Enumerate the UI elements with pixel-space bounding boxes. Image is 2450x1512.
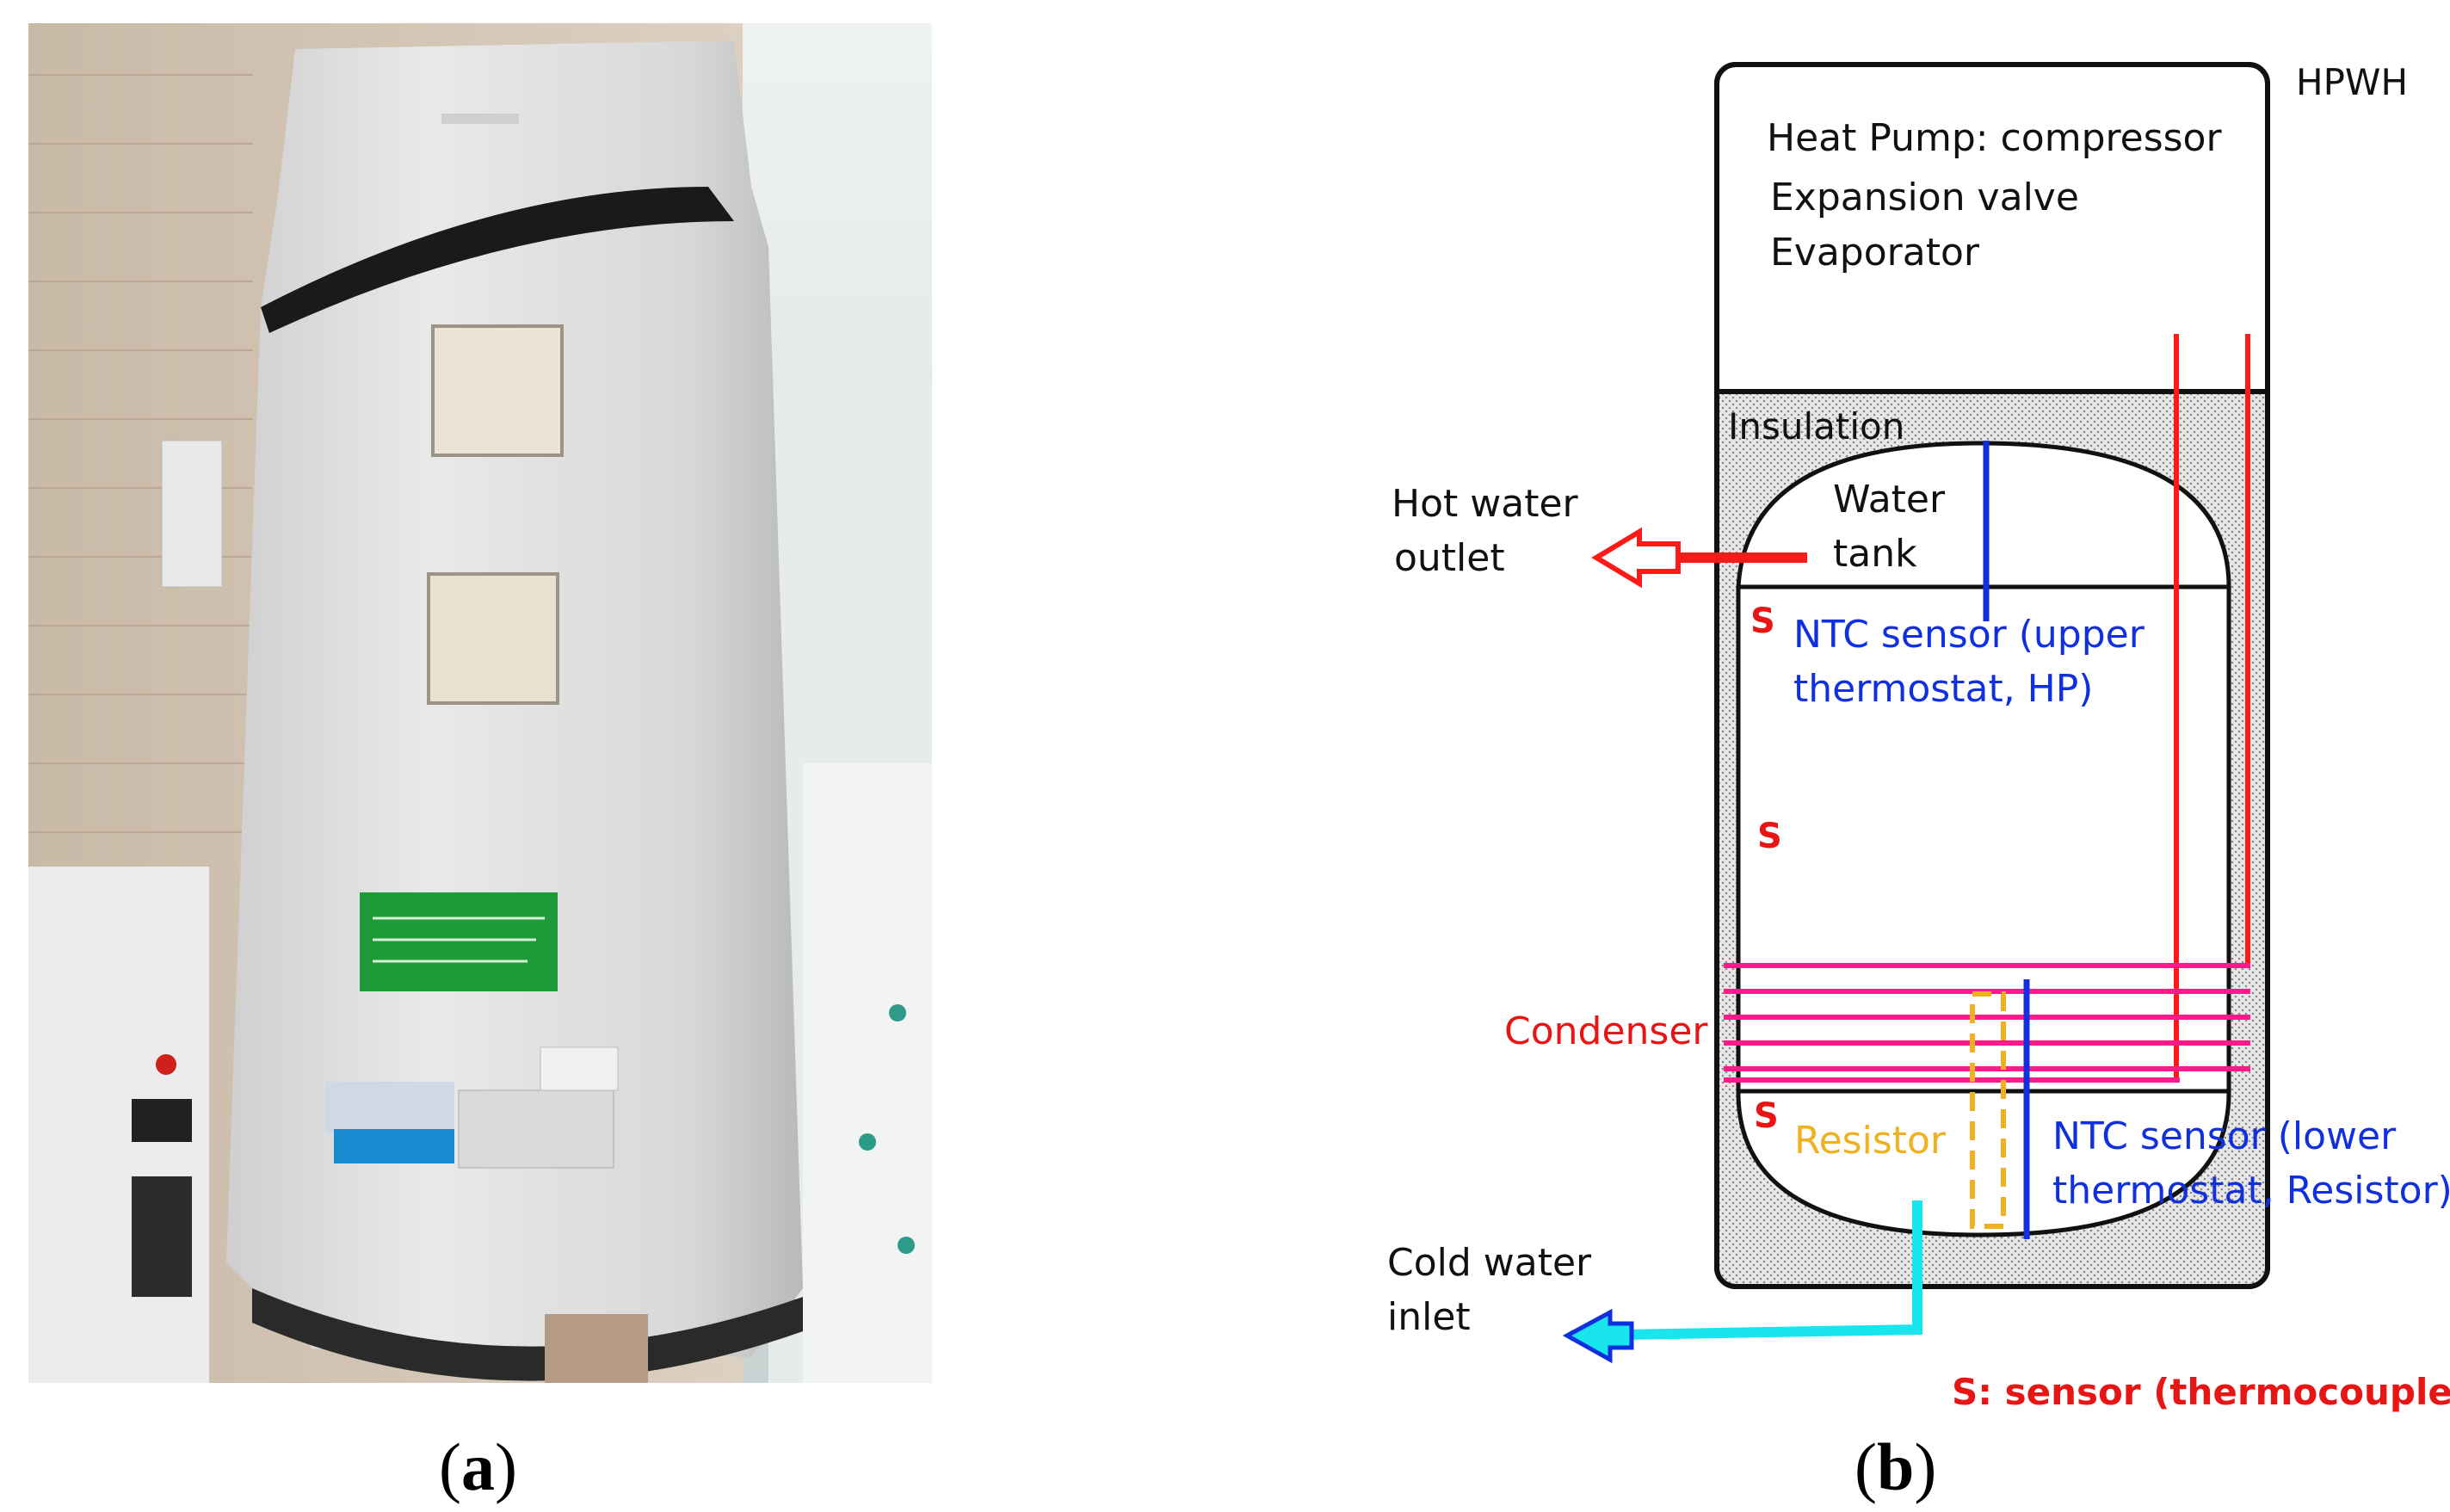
hpwh-photo bbox=[28, 23, 932, 1383]
caption-b: (b) bbox=[1854, 1429, 1937, 1504]
water-tank-label-2: tank bbox=[1833, 532, 1917, 576]
resistor bbox=[1970, 991, 2006, 1229]
ntc-upper-label-2: thermostat, HP) bbox=[1793, 667, 2093, 711]
ntc-lower-label-2: thermostat, Resistor) bbox=[2052, 1169, 2450, 1213]
cold-water-label-1: Cold water bbox=[1387, 1241, 1592, 1285]
sensor-mark-middle: S bbox=[1757, 817, 1782, 856]
hot-water-label-1: Hot water bbox=[1392, 482, 1579, 526]
hpwh-label: HPWH bbox=[2296, 61, 2408, 103]
insulation-label: Insulation bbox=[1728, 405, 1904, 447]
water-tank-label-1: Water bbox=[1833, 478, 1946, 521]
ntc-lower-label-1: NTC sensor (lower bbox=[2052, 1114, 2397, 1158]
cold-water-arrow bbox=[1562, 1308, 1634, 1364]
sensor-legend: S: sensor (thermocouple) bbox=[1952, 1371, 2450, 1413]
heat-pump-line-3: Evaporator bbox=[1770, 231, 1980, 275]
ntc-upper-label-1: NTC sensor (upper bbox=[1793, 613, 2145, 657]
sensor-mark-upper: S bbox=[1750, 602, 1775, 641]
heat-pump-line-2: Expansion valve bbox=[1770, 176, 2079, 219]
hot-water-arrow bbox=[1591, 527, 1681, 589]
caption-a: (a) bbox=[439, 1429, 517, 1504]
resistor-label: Resistor bbox=[1794, 1119, 1947, 1163]
heat-pump-line-1: Heat Pump: compressor bbox=[1767, 116, 2222, 160]
hpwh-photo-drawing bbox=[28, 23, 932, 1383]
cold-water-pipe bbox=[1570, 1200, 1922, 1341]
condenser-label: Condenser bbox=[1504, 1009, 1708, 1053]
sensor-mark-lower: S bbox=[1754, 1096, 1779, 1136]
cold-water-label-2: inlet bbox=[1387, 1295, 1471, 1339]
hot-water-label-2: outlet bbox=[1394, 536, 1505, 580]
